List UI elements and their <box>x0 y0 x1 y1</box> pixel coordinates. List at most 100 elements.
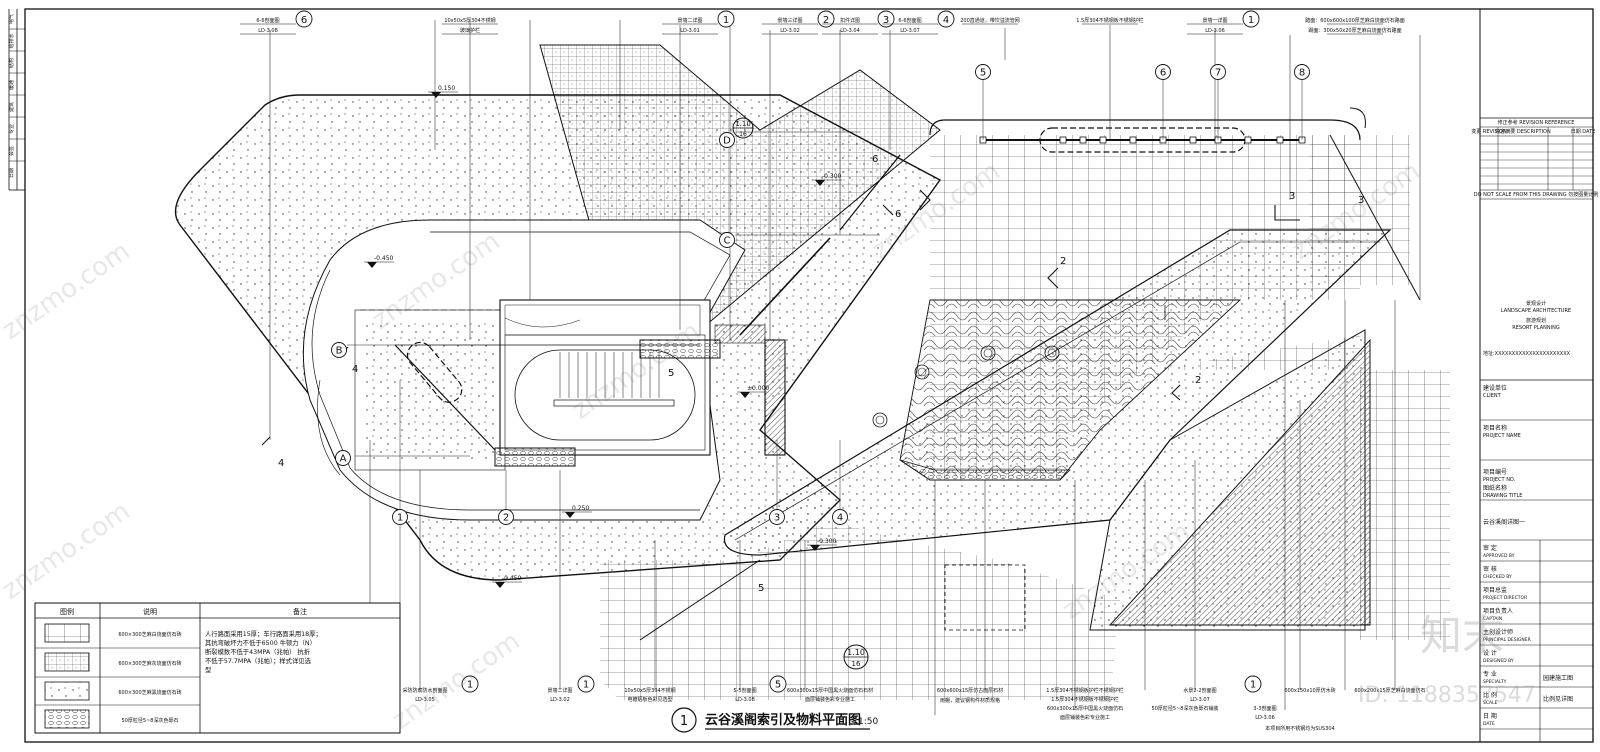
legend-table: 图例 说明 备注 600×300芝麻白烧面仿石砖 600×300芝麻灰烧面仿石砖… <box>34 602 401 734</box>
detail-ref-bubble <box>577 675 595 693</box>
detail-ref-bubble <box>717 10 735 28</box>
grid-bubble-label: 4 <box>837 513 843 524</box>
cut-num: 4 <box>278 458 284 469</box>
legend-remark-line: 不低于57.7MPA（兆帕）；样式详见选 <box>205 656 312 665</box>
legend-desc: 600×300芝麻灰烧面仿石砖 <box>118 660 181 667</box>
detail-ref-num: 6 <box>301 15 307 26</box>
detail-ref-num: 1 <box>1248 15 1254 26</box>
cut-num: 6 <box>895 209 901 220</box>
company-line: LANDSCAPE ARCHITECTURE <box>1501 308 1571 314</box>
tb-row-label-en: DESIGNED BY <box>1483 658 1514 664</box>
top-annotation: LD-3.04 <box>840 28 860 34</box>
client-label: 建设单位 <box>1483 384 1507 392</box>
top-annotation: LD-3.07 <box>900 28 920 34</box>
bottom-annotation: 5-5剖面图 <box>733 687 756 694</box>
top-annotation: 踢面：300x50x20厚芝麻白烧面仿石路面 <box>1308 27 1401 34</box>
legend-desc: 50厚粒径5~8深灰色砾石 <box>122 717 179 724</box>
legend-swatch-black <box>44 681 90 701</box>
tb-row-label: 审 定 <box>1483 544 1497 552</box>
bottom-annotation: 雨棚，建议钢构件材质规格 <box>940 697 1000 704</box>
tb-row-label-en: APPROVED BY <box>1483 553 1515 559</box>
top-annotation: 踏面：600x600x100厚芝麻白烧面仿石路面 <box>1305 17 1405 24</box>
elevation-label: -0.300 <box>822 173 842 180</box>
bottom-annotation: LD-3.05 <box>415 697 435 703</box>
grid-bubble-label: 3 <box>774 513 780 524</box>
grid-bubble-label: 8 <box>1299 68 1305 79</box>
tb-row-label-en: DATE <box>1483 721 1495 727</box>
company-line: RESORT PLANNING <box>1512 325 1560 331</box>
detail-ref-num: 1 <box>723 15 729 26</box>
elevation-marker <box>367 262 377 268</box>
revision-header: 修正参考 REVISION REFERENCE <box>1498 119 1575 126</box>
grid-bubble <box>719 132 735 148</box>
grid-bubble <box>1155 64 1171 80</box>
detail-ref-num: 4 <box>943 15 949 26</box>
strip-label: 日期 <box>9 168 15 178</box>
scale-note: DO NOT SCALE FROM THIS DRAWING 勿按图量比例 <box>1474 191 1598 198</box>
legend-remark-line: 其抗弯破坏力不低于6500 牛顿力（N） <box>205 638 316 647</box>
tb-row-label: 项目负责人 <box>1483 607 1513 615</box>
grid-bubble-label: B <box>336 346 343 357</box>
plan-view: 4 4 2 2 3 3 6 6 5 5 0.150-0.450±0.000-0.… <box>174 10 1450 732</box>
top-annotation: LD-3.06 <box>1205 28 1225 34</box>
top-annotation: 1.5厚304不锈钢板不锈钢护栏 <box>1076 17 1144 24</box>
tb-row-label: 审 核 <box>1483 565 1497 573</box>
tb-row-label-en: CAPTAIN <box>1483 616 1502 622</box>
tb-row-label-en: PRINCIPAL DESIGNER <box>1483 637 1531 643</box>
cut-num: 5 <box>668 368 674 379</box>
grid-bubble-label: A <box>340 454 347 465</box>
top-annotation: 景墙二详图 <box>677 17 702 24</box>
detail-callout: 1.10 16 1.10 16 <box>732 117 869 670</box>
grid-bubble-label: 5 <box>980 68 986 79</box>
detail-ref-num: 1 <box>583 680 589 691</box>
watermark-site: znzmo.com <box>0 236 136 346</box>
detail-ref-num: 2 <box>823 15 829 26</box>
grid-bubble-label: 2 <box>503 513 509 524</box>
tb-row-label-en: SCALE <box>1483 700 1498 706</box>
grid-bubble <box>331 342 347 358</box>
strip-label: 专业 <box>8 124 15 134</box>
project-name-label: 项目名称 <box>1483 424 1507 432</box>
tb-row-value: 园建施工图 <box>1543 674 1573 682</box>
legend-header-remark: 备注 <box>293 607 307 616</box>
detail-ref-bubble <box>461 675 479 693</box>
grid-bubble <box>392 509 408 525</box>
grid-bubble <box>719 232 735 248</box>
tb-row-label: 专 业 <box>1483 670 1497 678</box>
top-annotation: LD-3.01 <box>680 28 700 34</box>
grid-bubble <box>832 509 848 525</box>
detail-ref-num: 1 <box>1250 680 1256 691</box>
grid-bubble-label: 6 <box>1160 68 1166 79</box>
bottom-annotation: 水景2-2剖面图 <box>1183 687 1216 694</box>
legend-header-desc: 说明 <box>143 607 157 616</box>
cut-num: 6 <box>872 154 878 165</box>
detail-ref-bubble <box>769 675 787 693</box>
pavilion-stair-oval <box>514 349 696 441</box>
detail-ref-num: 3 <box>883 15 889 26</box>
grid-bubble <box>769 509 785 525</box>
callout-text: 16 <box>739 131 747 138</box>
detail-ref-bubble <box>937 10 955 28</box>
elevation-label: -0.300 <box>817 538 837 545</box>
top-annotation: 6-6剖面图 <box>256 17 279 24</box>
drawing-title: 1 云谷溪阁索引及物料平面图 1:50 <box>671 707 878 733</box>
legend-swatch-white <box>44 623 90 643</box>
cut-num: 3 <box>1358 195 1364 206</box>
revision-col: 内容摘要 DESCRIPTION <box>1495 128 1551 135</box>
strip-label: 暖通 <box>8 80 15 90</box>
watermark: 知末 ID: 1188357547 <box>1358 611 1536 708</box>
top-annotation: 景墙三详图 <box>777 17 802 24</box>
bottom-annotation: LD-3.06 <box>1255 715 1275 721</box>
title-block: 修正参考 REVISION REFERENCE 变更 REVISION 内容摘要… <box>1471 9 1598 742</box>
elevation-marker <box>740 392 750 398</box>
elevation-marker <box>495 582 505 588</box>
bottom-annotation: 600x150x10厚仿木砖 <box>1284 687 1335 694</box>
drawing-title-text: 云谷溪阁索引及物料平面图 <box>705 712 861 728</box>
drawing-number: 1 <box>680 714 688 729</box>
grid-bubble <box>335 450 351 466</box>
elevation-label: 0.150 <box>438 85 455 92</box>
elevation-label: ±0.000 <box>747 385 769 392</box>
detail-ref-bubble <box>295 10 313 28</box>
